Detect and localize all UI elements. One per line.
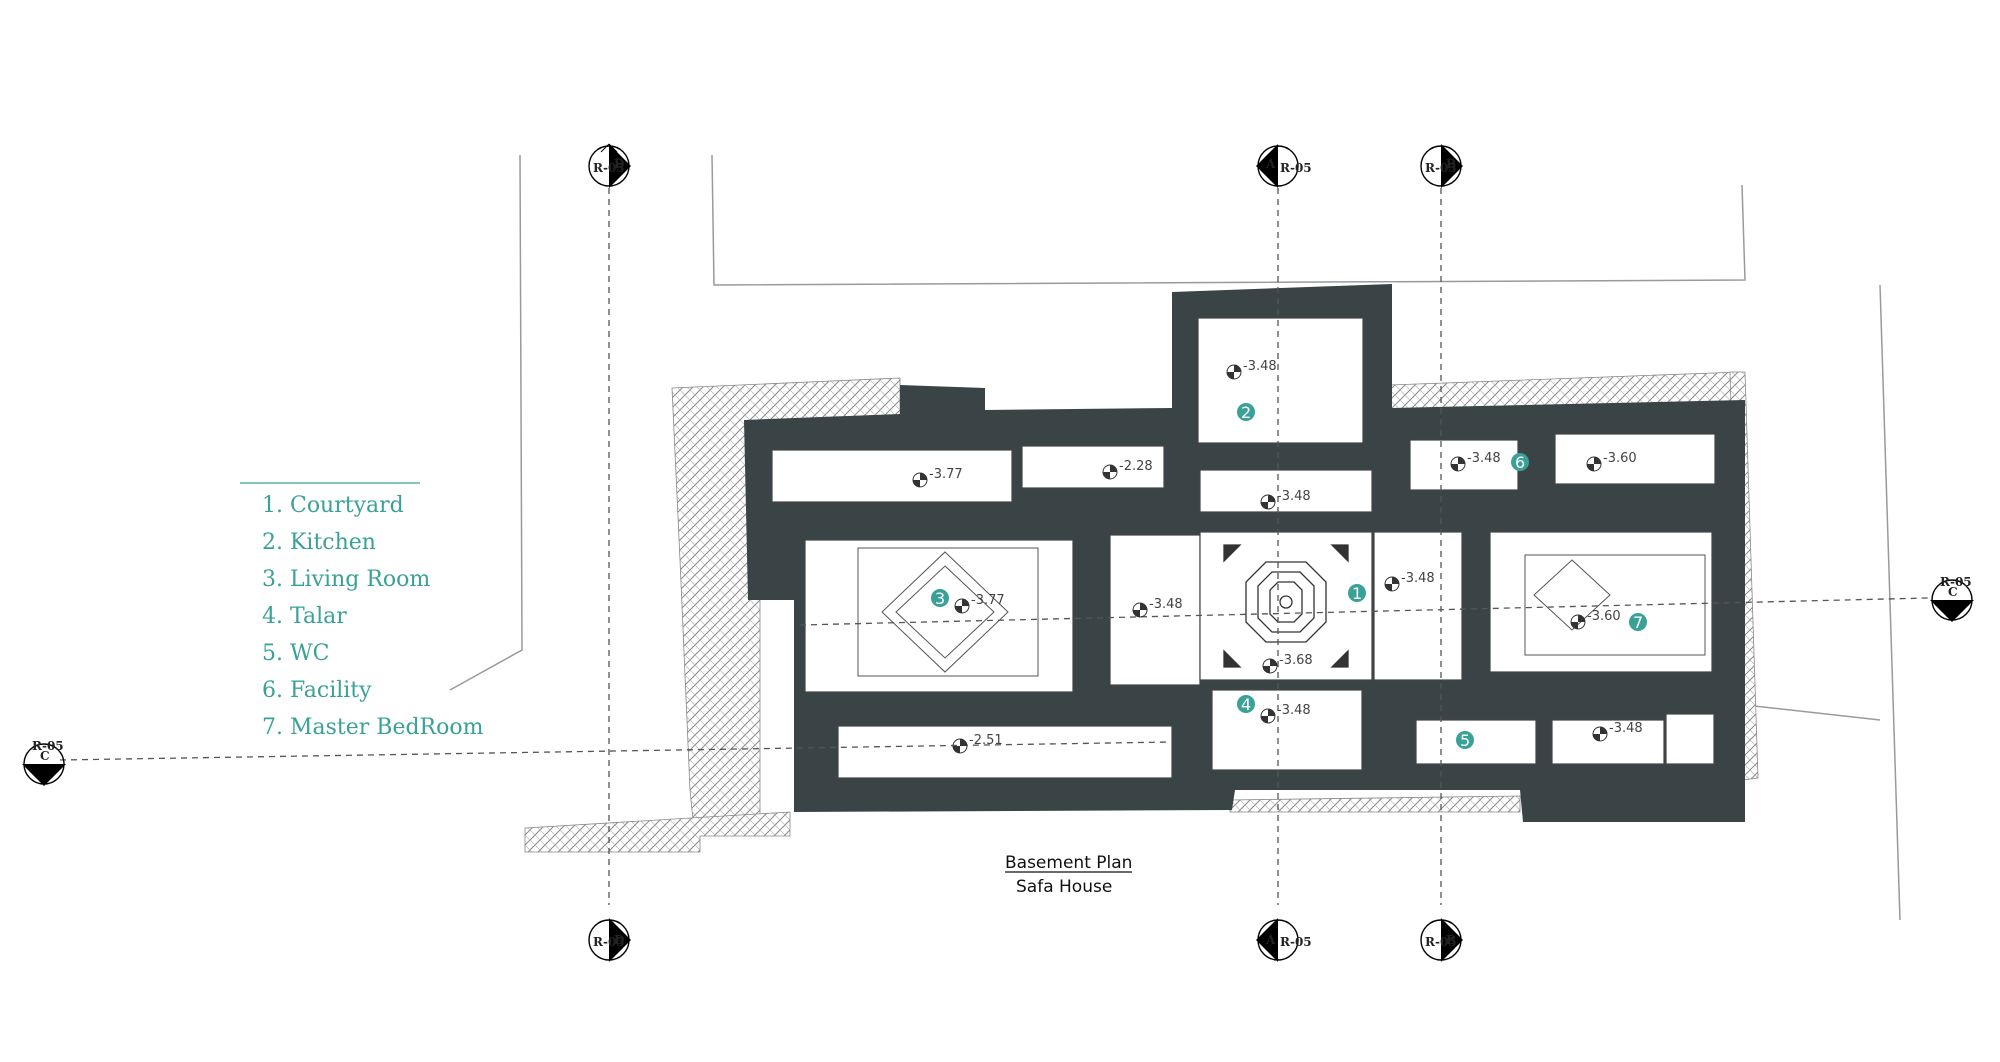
svg-text:-3.77: -3.77 xyxy=(929,467,963,482)
svg-text:D: D xyxy=(614,157,624,171)
svg-text:-3.60: -3.60 xyxy=(1587,609,1621,624)
room-living xyxy=(804,539,1074,693)
level-porch: -3.48 xyxy=(1260,489,1311,510)
room-number-2: 2 xyxy=(1237,403,1255,422)
svg-text:D: D xyxy=(614,933,624,947)
room-upper-right xyxy=(1554,433,1716,485)
room-stair-top xyxy=(1021,445,1165,489)
section-marker-b-top: B R-05 xyxy=(1420,144,1463,188)
room-lower-corridor xyxy=(837,725,1173,779)
section-marker-c-left: C R-05 xyxy=(22,739,66,786)
section-lines xyxy=(59,188,1929,905)
room-wc-right xyxy=(1551,719,1665,765)
svg-text:-3.68: -3.68 xyxy=(1279,653,1313,668)
level-stair-top: -2.28 xyxy=(1102,459,1153,480)
svg-text:-3.48: -3.48 xyxy=(1277,489,1311,504)
drawing-title: Basement Plan Safa House xyxy=(1005,853,1132,897)
svg-text:B: B xyxy=(1446,933,1456,947)
level-upper-right: -3.60 xyxy=(1586,451,1637,472)
level-courtyard-east: -3.48 xyxy=(1384,571,1435,592)
svg-text:-3.48: -3.48 xyxy=(1149,597,1183,612)
section-marker-d-bottom: D R-05 xyxy=(588,918,631,962)
svg-text:-3.77: -3.77 xyxy=(971,593,1005,608)
section-marker-b-bottom: B R-05 xyxy=(1420,918,1463,962)
svg-text:B: B xyxy=(1446,157,1456,171)
svg-text:-3.48: -3.48 xyxy=(1401,571,1435,586)
svg-text:5: 5 xyxy=(1460,731,1470,750)
svg-text:A: A xyxy=(1265,933,1276,947)
svg-text:-3.48: -3.48 xyxy=(1467,451,1501,466)
level-courtyard: -3.68 xyxy=(1262,653,1313,674)
svg-text:-3.48: -3.48 xyxy=(1277,703,1311,718)
rooms xyxy=(771,317,1716,779)
room-number-5: 5 xyxy=(1456,731,1474,750)
level-east-of-living: -3.48 xyxy=(1132,597,1183,618)
svg-text:-3.48: -3.48 xyxy=(1609,721,1643,736)
svg-text:-3.48: -3.48 xyxy=(1243,359,1277,374)
svg-text:1: 1 xyxy=(1352,584,1362,603)
room-number-7: 7 xyxy=(1629,613,1647,632)
plan-subtitle: Safa House xyxy=(1016,877,1112,897)
svg-text:R-05: R-05 xyxy=(1425,935,1457,949)
level-talar: -3.48 xyxy=(1260,703,1311,724)
legend-item-talar: 4. Talar xyxy=(262,604,347,629)
room-kitchen xyxy=(1197,317,1364,444)
level-markers: -3.48 -3.77 -2.28 -3.77 -3.48 -3.48 -3.4… xyxy=(912,359,1643,754)
legend-item-living-room: 3. Living Room xyxy=(262,567,430,592)
section-marker-d-top: D R-05 xyxy=(588,143,631,188)
section-marker-a-bottom: A R-05 xyxy=(1256,918,1312,962)
room-number-1: 1 xyxy=(1348,584,1366,603)
svg-text:C: C xyxy=(1948,585,1958,599)
room-courtyard-east xyxy=(1373,531,1463,681)
svg-text:A: A xyxy=(1265,157,1276,171)
svg-text:R-05: R-05 xyxy=(32,739,64,753)
svg-text:-3.60: -3.60 xyxy=(1603,451,1637,466)
bedroom-furniture xyxy=(1524,554,1706,656)
level-kitchen: -3.48 xyxy=(1226,359,1277,380)
svg-text:R-05: R-05 xyxy=(1280,935,1312,949)
room-bedroom xyxy=(1489,531,1713,673)
room-number-3: 3 xyxy=(931,589,949,608)
section-marker-c-right: C R-05 xyxy=(1930,575,1974,622)
room-shower xyxy=(1665,713,1715,765)
svg-text:6: 6 xyxy=(1515,453,1525,472)
room-talar xyxy=(1211,689,1363,771)
level-living: -3.77 xyxy=(954,593,1005,614)
legend-item-courtyard: 1. Courtyard xyxy=(262,493,404,518)
svg-text:-2.51: -2.51 xyxy=(969,733,1003,748)
svg-text:2: 2 xyxy=(1241,403,1251,422)
room-east-of-living xyxy=(1109,534,1201,686)
courtyard-pool xyxy=(1223,544,1349,668)
svg-text:R-05: R-05 xyxy=(593,161,625,175)
svg-text:R-05: R-05 xyxy=(1425,161,1457,175)
level-facility: -3.48 xyxy=(1450,451,1501,472)
room-porch xyxy=(1199,469,1373,513)
legend: 1. Courtyard 2. Kitchen 3. Living Room 4… xyxy=(262,493,484,740)
svg-text:C: C xyxy=(40,749,50,763)
level-wc-right: -3.48 xyxy=(1592,721,1643,742)
svg-text:R-05: R-05 xyxy=(593,935,625,949)
room-facility xyxy=(1409,439,1519,491)
plan-title: Basement Plan xyxy=(1005,853,1132,873)
legend-item-master-bedroom: 7. Master BedRoom xyxy=(262,715,484,740)
room-wc xyxy=(1415,719,1537,765)
svg-text:4: 4 xyxy=(1241,695,1251,714)
level-lower-corridor: -2.51 xyxy=(952,733,1003,754)
room-number-6: 6 xyxy=(1511,453,1529,472)
legend-item-kitchen: 2. Kitchen xyxy=(262,530,376,555)
svg-text:3: 3 xyxy=(935,589,945,608)
svg-text:7: 7 xyxy=(1633,613,1643,632)
room-upper-left-corridor xyxy=(771,449,1013,503)
room-number-4: 4 xyxy=(1237,695,1255,714)
legend-item-wc: 5. WC xyxy=(262,641,329,666)
svg-text:R-05: R-05 xyxy=(1280,161,1312,175)
level-bedroom: -3.60 xyxy=(1570,609,1621,630)
level-upper-left: -3.77 xyxy=(912,467,963,488)
legend-item-facility: 6. Facility xyxy=(262,678,372,703)
section-marker-a-top: A R-05 xyxy=(1256,144,1312,188)
svg-text:R-05: R-05 xyxy=(1940,575,1972,589)
svg-text:-2.28: -2.28 xyxy=(1119,459,1153,474)
living-room-carpet xyxy=(857,547,1039,677)
